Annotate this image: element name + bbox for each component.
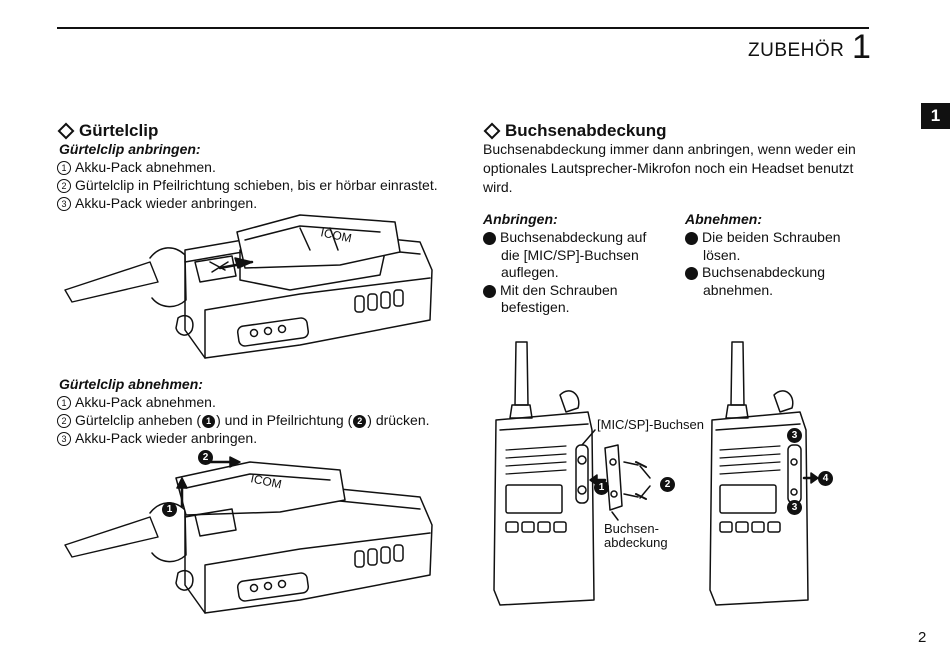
belt-clip-figure-2: ICOM	[64, 456, 433, 614]
header-rule	[57, 27, 869, 29]
chapter-tab: 1	[921, 103, 950, 129]
cover-label-1: Buchsen-	[604, 521, 659, 536]
attach-subtitle: Gürtelclip anbringen:	[59, 141, 201, 157]
section-title: ZUBEHÖR	[748, 40, 845, 61]
remove-subtitle: Gürtelclip abnehmen:	[59, 376, 203, 392]
belt-clip-heading: Gürtelclip	[57, 121, 158, 141]
callout-2: 2	[198, 450, 213, 465]
callout-2: 2	[660, 477, 675, 492]
install-subtitle: Anbringen:	[483, 211, 558, 227]
callout-1: 1	[162, 502, 177, 517]
page-number: 2	[918, 629, 927, 646]
radio-figure-left	[493, 341, 651, 606]
belt-clip-figure-1: ICOM	[64, 214, 433, 359]
callout-3: 3	[787, 500, 802, 515]
jack-cover-heading: Buchsenabdeckung	[483, 121, 667, 141]
svg-text:ICOM: ICOM	[319, 225, 353, 245]
cover-label-2: abdeckung	[604, 535, 668, 550]
callout-1: 1	[594, 480, 609, 495]
callout-3: 3	[787, 428, 802, 443]
uninstall-subtitle: Abnehmen:	[685, 211, 762, 227]
svg-text:ICOM: ICOM	[249, 471, 283, 491]
jack-label: [MIC/SP]-Buchsen	[597, 417, 704, 432]
jack-cover-intro: Buchsenabdeckung immer dann anbringen, w…	[483, 141, 856, 195]
callout-4: 4	[818, 471, 833, 486]
radio-figure-right	[709, 341, 819, 606]
chapter-number: 1	[852, 28, 871, 66]
